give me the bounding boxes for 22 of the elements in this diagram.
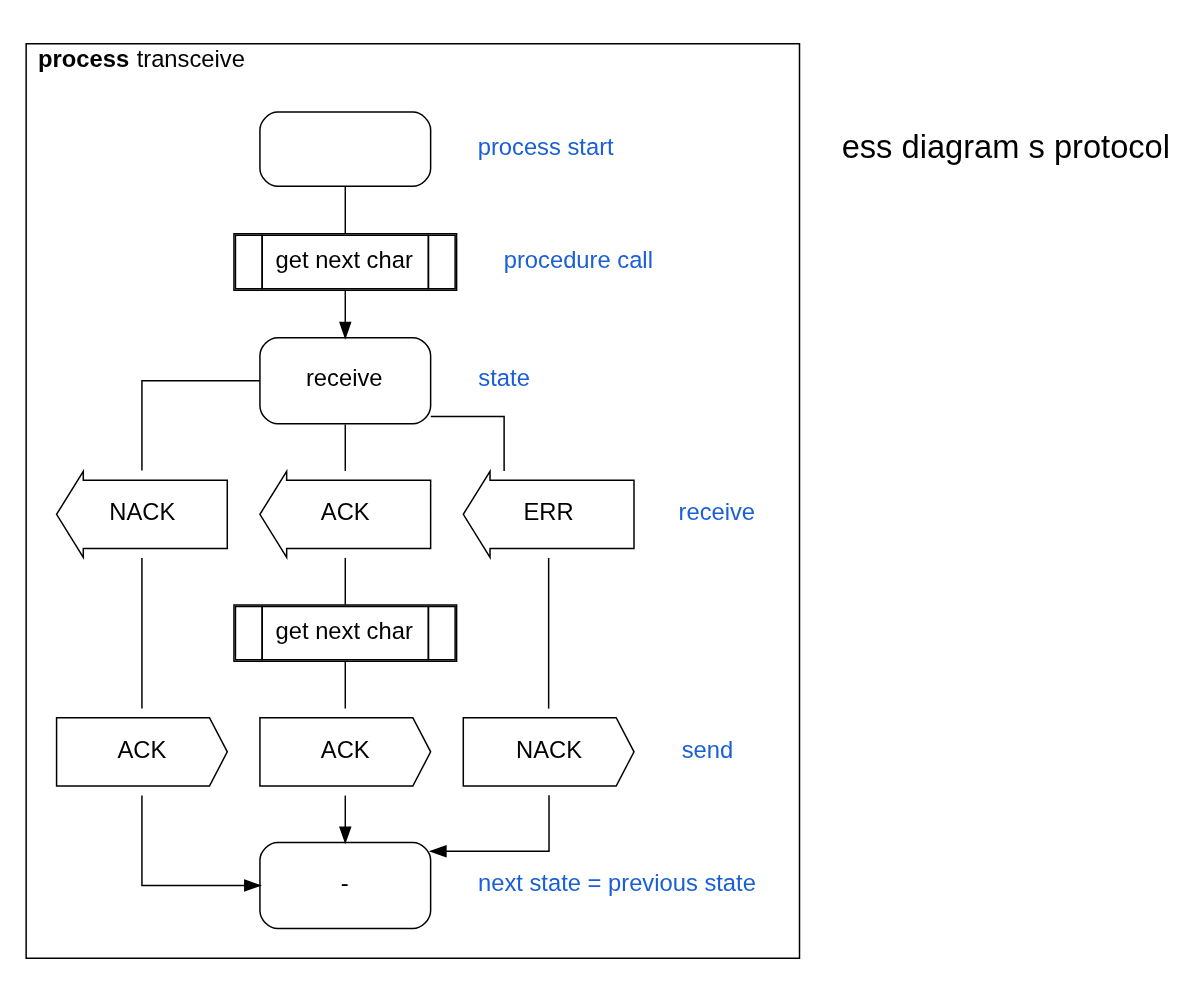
connector xyxy=(344,661,347,710)
node-box: receive xyxy=(259,337,432,425)
connector xyxy=(141,557,143,710)
node-label: process start xyxy=(477,132,614,160)
arrow xyxy=(339,794,352,845)
node-label: receive xyxy=(678,498,756,525)
node-label: procedure call xyxy=(503,245,653,273)
connector xyxy=(141,380,261,472)
node-stadium xyxy=(259,111,432,188)
label: ess diagram s protocol xyxy=(841,127,1171,165)
connector xyxy=(547,557,550,710)
connector xyxy=(344,557,347,606)
connector xyxy=(344,423,347,472)
arrow xyxy=(339,290,352,340)
node-label: state xyxy=(478,364,530,392)
node-label: next state = previous state xyxy=(477,869,756,897)
connector xyxy=(430,415,505,472)
connector xyxy=(344,186,347,234)
arrow xyxy=(141,794,262,892)
node-box: - xyxy=(259,841,432,930)
node-label: send xyxy=(681,735,734,763)
arrow xyxy=(428,794,550,858)
